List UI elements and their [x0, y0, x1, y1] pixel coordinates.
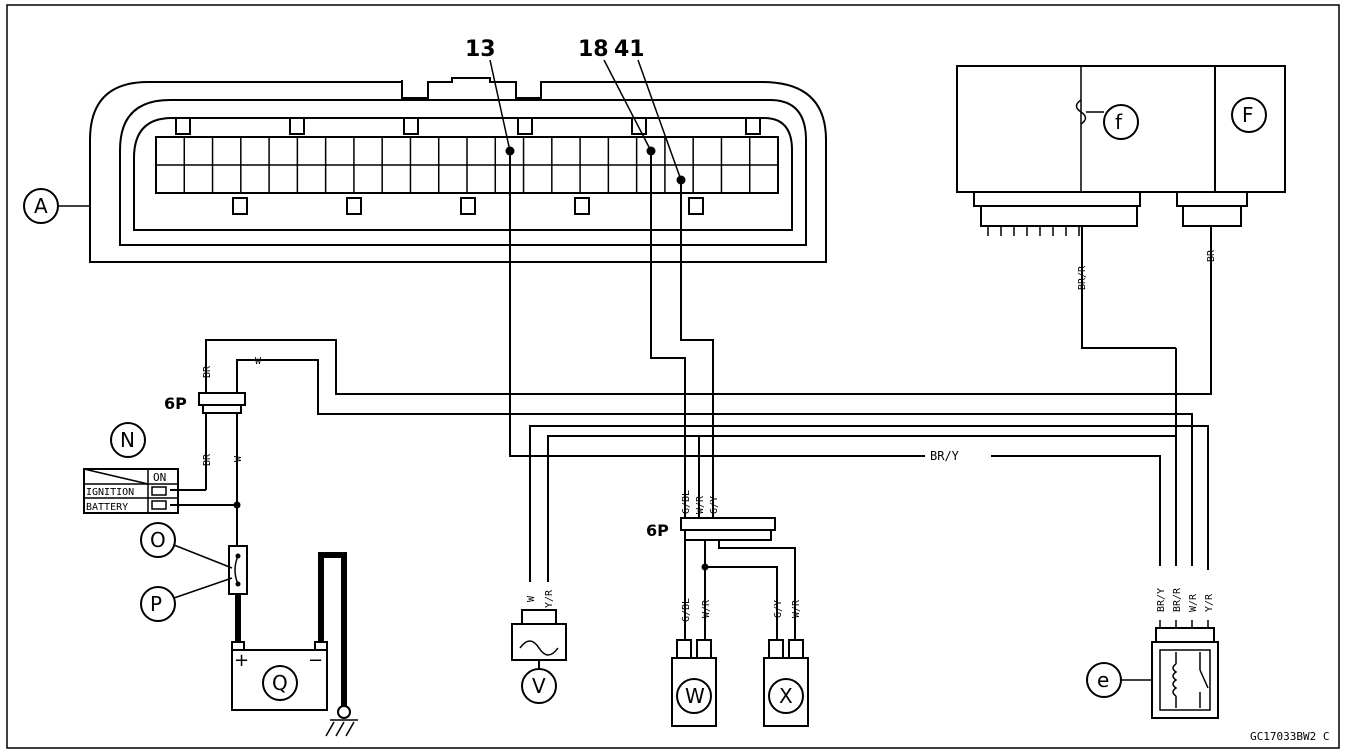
wire-label-g-y-top: G/Y [709, 496, 720, 514]
callout-e: e [1097, 668, 1109, 692]
wire-label-w-r-top: W/R [695, 495, 706, 514]
callout-P: P [150, 592, 162, 616]
callout-Q: Q [272, 671, 288, 695]
callout-O: O [150, 528, 166, 552]
wire-label-w-2: W [233, 455, 244, 462]
wires [170, 151, 1212, 640]
relay-label-br-r: BR/R [1172, 587, 1183, 612]
relay-label-br-y: BR/Y [1156, 588, 1167, 612]
callout-W: W [685, 684, 705, 708]
callout-N: N [120, 428, 135, 452]
callout-V: V [532, 674, 546, 698]
callout-f: f [1115, 110, 1123, 134]
callout-N-circle [110, 422, 146, 458]
wire-label-br-2: BR [202, 453, 213, 466]
battery [231, 552, 358, 737]
sensor-V [511, 609, 567, 704]
wire-label-g-bl-w: G/BL [681, 598, 692, 622]
diagram-code: GC17033BW2 C [1250, 730, 1329, 743]
center-6p-label: 6P [646, 521, 669, 540]
sensor-X [763, 639, 809, 727]
diagram-border [6, 4, 1340, 749]
relay-label-y-r: Y/R [1204, 593, 1215, 612]
wire-label-g-y-x: G/Y [773, 600, 784, 618]
ecu-connector [89, 59, 827, 263]
pin-41-label: 41 [614, 37, 645, 62]
wire-label-w-r-x: W/R [791, 599, 802, 618]
wire-label-g-bl-top: G/BL [681, 490, 692, 514]
pin-13-label: 13 [465, 37, 496, 62]
left-6p-connector [198, 392, 246, 414]
wire-label-br-y-main: BR/Y [930, 449, 960, 463]
relay-e [1086, 620, 1219, 719]
callout-F: F [1242, 103, 1254, 127]
switch-on-label: ON [153, 471, 166, 484]
callout-A: A [34, 194, 48, 218]
switch-battery-label: BATTERY [86, 502, 128, 513]
battery-plus: + [234, 650, 249, 671]
wire-label-br-1: BR [202, 365, 213, 378]
callout-P-circle [140, 586, 176, 622]
switch-ignition-label: IGNITION [86, 487, 134, 498]
left-6p-label: 6P [164, 394, 187, 413]
callout-X: X [779, 684, 793, 708]
ignition-switch [83, 468, 179, 514]
wire-label-w-v: W [526, 595, 537, 602]
battery-minus: − [308, 650, 323, 671]
wire-label-w-1: W [255, 356, 262, 367]
pin-18-label: 18 [578, 37, 609, 62]
sensor-W [671, 639, 717, 727]
center-6p-connector [680, 517, 776, 541]
relay-box-F [956, 65, 1286, 236]
main-fuse [228, 545, 248, 595]
relay-label-w-r: W/R [1188, 593, 1199, 612]
wire-label-y-r-v: Y/R [544, 589, 555, 608]
wire-label-w-r-w: W/R [701, 599, 712, 618]
callout-O-circle [140, 522, 176, 558]
